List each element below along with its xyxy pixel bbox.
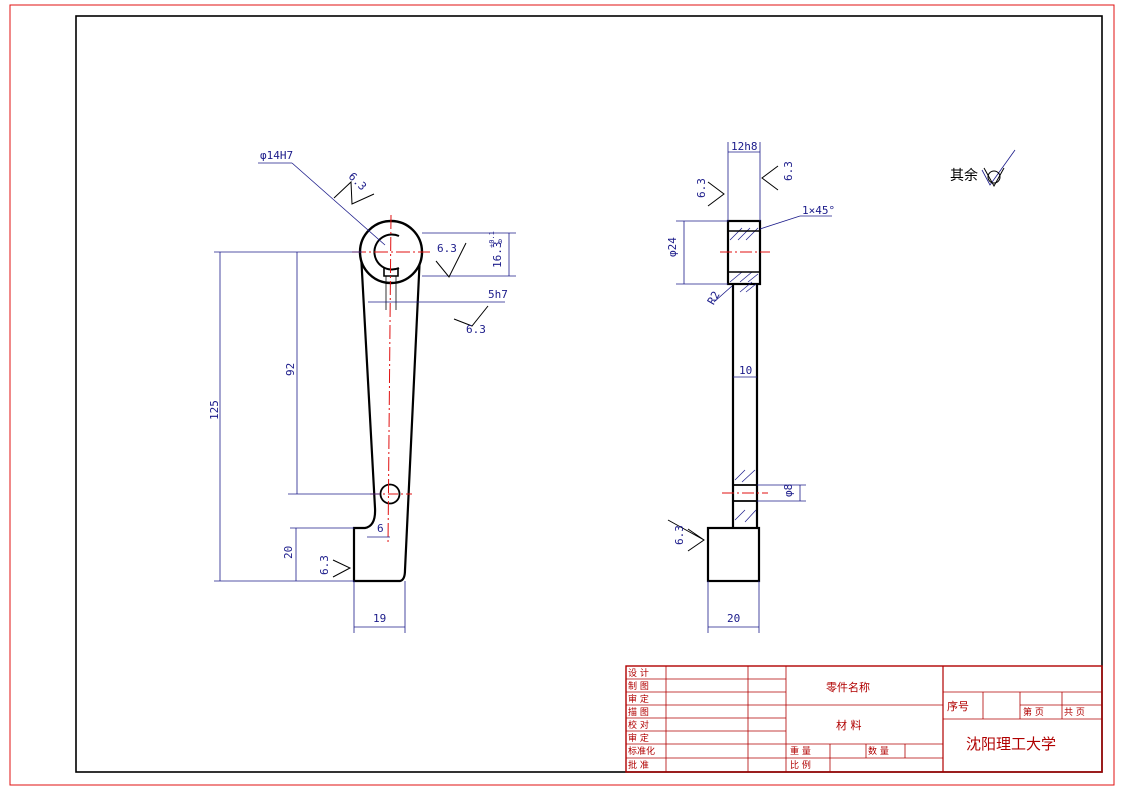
page-label: 第 页	[1023, 706, 1044, 718]
title-block	[625, 665, 1103, 773]
bore-roughness: 6.3	[346, 170, 369, 193]
scale-label: 比 例	[790, 759, 811, 771]
part-name-label: 零件名称	[826, 680, 870, 694]
row-label-8: 批 准	[628, 759, 649, 771]
keyway-depth: 16.3	[491, 242, 504, 269]
lever-outline	[352, 253, 422, 583]
bore-label: φ14H7	[260, 149, 293, 162]
dim-base-width: 19	[373, 612, 386, 625]
key-roughness: 6.3	[466, 323, 486, 336]
row-label-4: 描 图	[628, 706, 649, 718]
dim-step: 6	[377, 522, 384, 535]
row-label-2: 制 图	[628, 680, 649, 692]
base-roughness: 6.3	[318, 555, 331, 575]
general-note-label: 其余	[950, 167, 978, 184]
side-base-width: 20	[727, 612, 740, 625]
outer-frame	[9, 4, 1115, 786]
keyway-roughness: 6.3	[437, 242, 457, 255]
front-dimensions	[214, 149, 1016, 633]
keyway-tol-lower: 0	[498, 238, 502, 246]
center-line-vertical	[387, 214, 392, 546]
roughness-right: 6.3	[782, 161, 795, 181]
front-view	[352, 214, 430, 583]
title-block-labels: 设 计 制 图 审 定 描 图 校 对 审 定 标准化 批 准 零件名称 材 料…	[628, 667, 1085, 771]
material-label: 材 料	[836, 718, 862, 732]
hub-diameter: φ24	[666, 237, 679, 257]
key-width: 5h7	[488, 288, 508, 301]
width-top: 12h8	[731, 140, 758, 153]
hole-dim: φ8	[782, 484, 795, 497]
fillet: R2	[705, 289, 723, 307]
roughness-symbols-front	[332, 167, 1005, 578]
dim-center-distance: 92	[284, 363, 297, 376]
side-view	[706, 219, 770, 583]
chamfer: 1×45°	[802, 204, 835, 217]
small-hole	[379, 483, 401, 505]
side-web	[731, 284, 759, 528]
total-label: 共 页	[1064, 707, 1085, 718]
side-base-roughness: 6.3	[673, 525, 686, 545]
side-dimensions	[676, 142, 832, 633]
dim-base-height: 20	[282, 546, 295, 559]
web-thickness: 10	[739, 364, 752, 377]
row-label-6: 审 定	[628, 732, 649, 744]
roughness-symbols-side	[667, 165, 779, 552]
weight-label: 重 量	[790, 745, 811, 757]
quantity-label: 数 量	[868, 745, 889, 757]
dim-total-height: 125	[208, 400, 221, 420]
keyway-tol-upper: +0.1	[488, 231, 496, 248]
inner-frame	[75, 15, 1103, 773]
side-base	[706, 526, 761, 583]
school-name: 沈阳理工大学	[966, 735, 1056, 753]
row-label-1: 设 计	[628, 667, 649, 679]
row-label-5: 校 对	[628, 719, 649, 731]
keyway-slot	[383, 268, 399, 277]
serial-label: 序号	[947, 699, 969, 713]
roughness-left: 6.3	[695, 178, 708, 198]
row-label-7: 标准化	[628, 745, 655, 757]
row-label-3: 审 定	[628, 693, 649, 705]
